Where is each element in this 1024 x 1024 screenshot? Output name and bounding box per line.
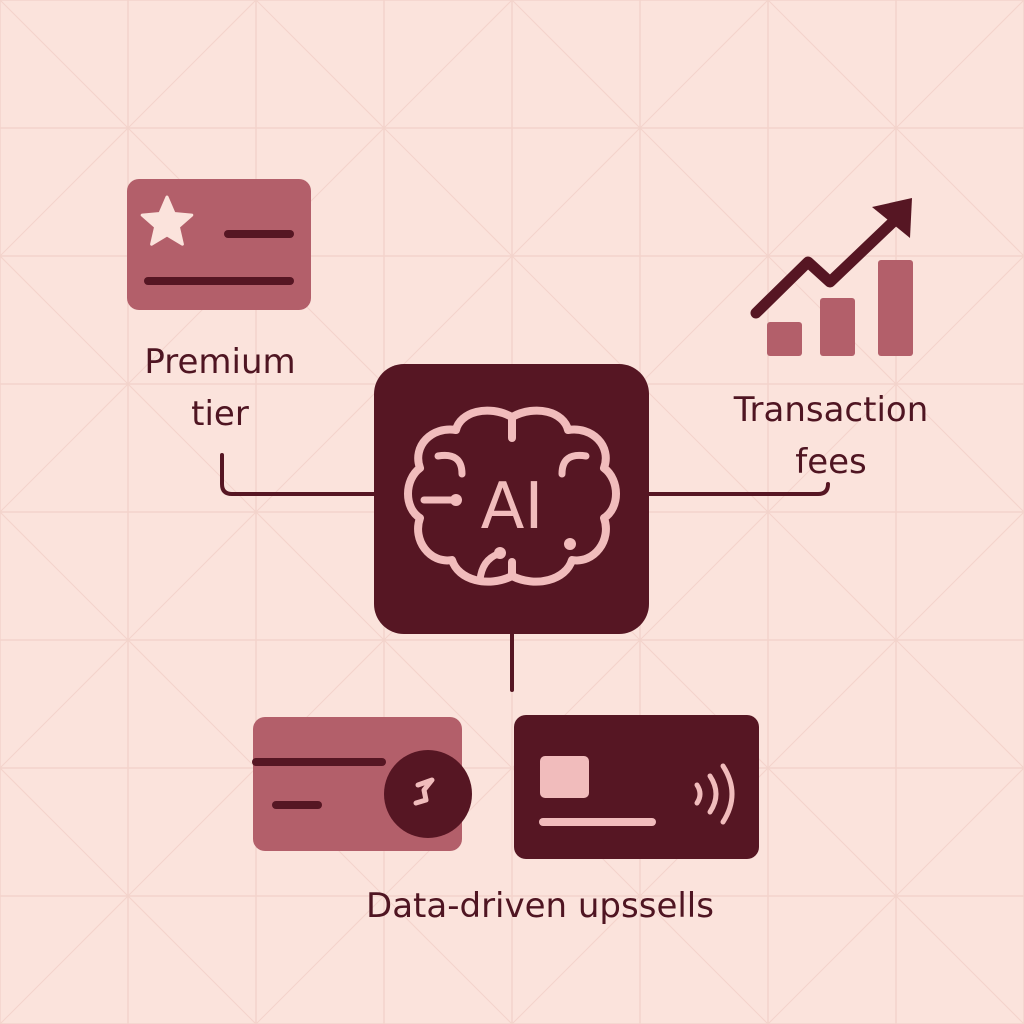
connector-transaction xyxy=(646,482,830,496)
premium-star-card-icon xyxy=(127,179,311,310)
contactless-card-icon xyxy=(514,715,759,859)
grid-line xyxy=(767,0,1024,257)
growth-chart-icon xyxy=(750,198,913,356)
premium-tier-label: Premium tier xyxy=(120,336,320,440)
transaction-label-line1: Transaction xyxy=(733,390,929,430)
data-driven-upsells-label: Data-driven upssells xyxy=(330,880,750,932)
grid-line xyxy=(0,0,769,769)
connector-premium xyxy=(220,453,377,496)
grid-line xyxy=(767,767,1024,1024)
upsells-label-text: Data-driven upssells xyxy=(366,886,714,926)
ai-center-text: AI xyxy=(481,470,544,544)
grid-line xyxy=(511,0,1024,513)
premium-label-line2: tier xyxy=(191,394,249,434)
credit-card-coin-icon xyxy=(252,717,472,851)
grid-line xyxy=(0,0,257,257)
transaction-fees-label: Transaction fees xyxy=(716,384,946,488)
ai-brain-icon xyxy=(374,364,649,634)
grid-line xyxy=(255,255,1024,1024)
grid-line xyxy=(0,767,257,1024)
transaction-label-line2: fees xyxy=(795,442,867,482)
grid-line xyxy=(0,0,513,513)
premium-label-line1: Premium xyxy=(144,342,296,382)
grid-line xyxy=(0,511,513,1024)
